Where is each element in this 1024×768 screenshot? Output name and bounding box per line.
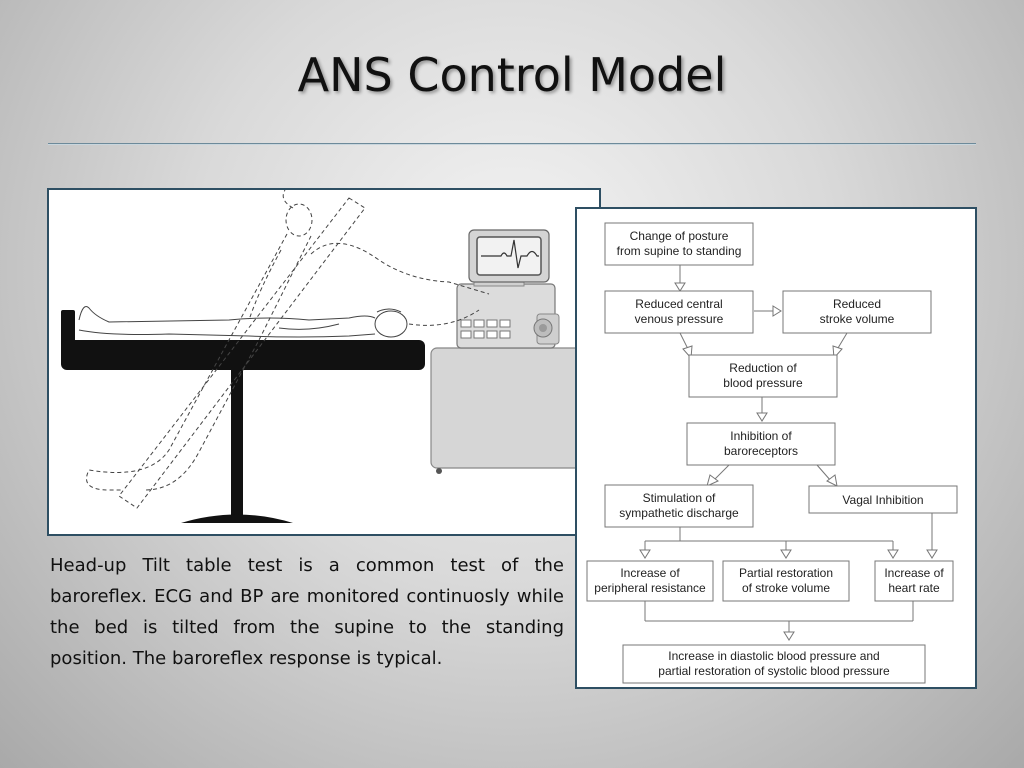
slide-title: ANS Control Model [297,48,727,102]
box-heart-rate: Increase of heart rate [874,560,954,602]
tilted-patient-outline [86,189,490,509]
box-vagal-inhibition: Vagal Inhibition [808,485,958,514]
box-reduction-blood-pressure: Reduction of blood pressure [688,354,838,398]
title-divider [48,143,976,145]
box-peripheral-resistance-line1: Increase of [620,566,680,580]
box-heart-rate-line2: heart rate [888,581,940,595]
box-peripheral-resistance: Increase of peripheral resistance [586,560,714,602]
ecg-monitor-cart [430,229,588,474]
box-peripheral-resistance-line2: peripheral resistance [594,581,706,595]
box-sympathetic-discharge-line1: Stimulation of [643,491,716,505]
tilt-table [61,310,425,523]
box-change-of-posture-line1: Change of posture [630,229,729,243]
box-inhibition-baroreceptors-line1: Inhibition of [730,429,792,443]
control-buttons [460,319,511,339]
box-partial-stroke-volume: Partial restoration of stroke volume [722,560,850,602]
box-inhibition-baroreceptors: Inhibition of baroreceptors [686,422,836,466]
box-final-outcome: Increase in diastolic blood pressure and… [622,644,926,684]
box-reduction-blood-pressure-line1: Reduction of [729,361,797,375]
box-vagal-inhibition-text: Vagal Inhibition [842,493,923,507]
box-final-outcome-line2: partial restoration of systolic blood pr… [658,664,890,678]
tilt-table-drawing [61,189,588,523]
box-inhibition-baroreceptors-line2: baroreceptors [724,444,798,458]
box-partial-stroke-volume-line2: of stroke volume [742,581,830,595]
box-reduced-stroke-volume-line2: stroke volume [820,312,895,326]
box-reduced-venous-pressure: Reduced central venous pressure [604,290,754,334]
tilt-table-illustration [47,188,601,536]
box-reduction-blood-pressure-line2: blood pressure [723,376,803,390]
box-sympathetic-discharge-line2: sympathetic discharge [619,506,739,520]
flowchart-arrows [639,265,938,641]
baroreflex-flowchart: Change of posture from supine to standin… [575,207,977,689]
slide-caption: Head-up Tilt table test is a common test… [50,555,564,669]
box-reduced-venous-pressure-line2: venous pressure [635,312,724,326]
box-reduced-venous-pressure-line1: Reduced central [635,297,722,311]
ecg-trace [481,239,539,269]
flowchart-svg: Change of posture from supine to standin… [586,222,958,684]
box-partial-stroke-volume-line1: Partial restoration [739,566,833,580]
box-final-outcome-line1: Increase in diastolic blood pressure and [668,649,879,663]
supine-patient [78,306,408,338]
box-sympathetic-discharge: Stimulation of sympathetic discharge [604,484,754,528]
box-change-of-posture-line2: from supine to standing [617,244,742,258]
box-reduced-stroke-volume: Reduced stroke volume [782,290,932,334]
box-heart-rate-line1: Increase of [884,566,944,580]
box-change-of-posture: Change of posture from supine to standin… [604,222,754,266]
box-reduced-stroke-volume-line1: Reduced [833,297,881,311]
